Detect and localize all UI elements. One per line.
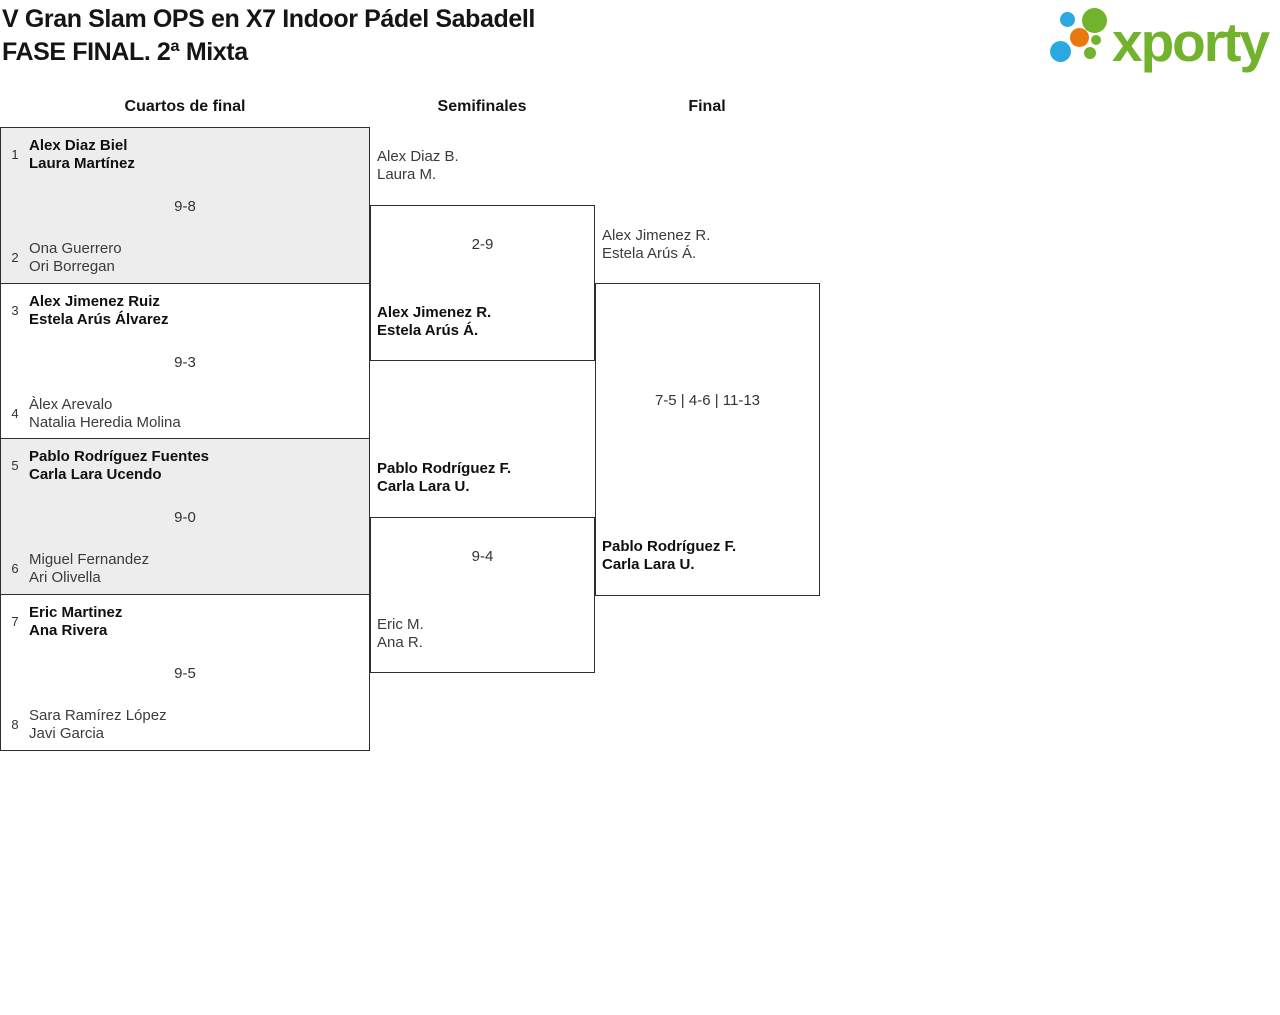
seed-number: 5 bbox=[11, 458, 19, 473]
team-pair: Sara Ramírez López Javi Garcia bbox=[29, 707, 167, 743]
match-score: 9-3 bbox=[174, 354, 196, 371]
match-score: 7-5 | 4-6 | 11-13 bbox=[654, 392, 761, 409]
team-pair: Alex Diaz B. Laura M. bbox=[377, 148, 459, 184]
player-name: Laura M. bbox=[377, 166, 437, 183]
player-name: Sara Ramírez López bbox=[29, 707, 167, 724]
player-name: Pablo Rodríguez Fuentes bbox=[29, 448, 210, 465]
team-pair: Eric M. Ana R. bbox=[377, 616, 424, 652]
player-name: Pablo Rodríguez F. bbox=[602, 538, 737, 555]
team-pair: Ona Guerrero Ori Borregan bbox=[29, 240, 122, 276]
logo-dot-icon bbox=[1082, 8, 1107, 33]
team-pair: Alex Jimenez R. Estela Arús Á. bbox=[602, 227, 710, 263]
match-score: 9-4 bbox=[471, 548, 494, 565]
xporty-logo: xporty bbox=[1050, 4, 1280, 76]
match-score: 9-8 bbox=[174, 198, 196, 215]
round-header-semifinals: Semifinales bbox=[437, 98, 527, 115]
round-header-final: Final bbox=[688, 98, 726, 115]
player-name: Alex Jimenez Ruiz bbox=[29, 293, 160, 310]
match-score: 9-5 bbox=[174, 665, 196, 682]
page-title: V Gran Slam OPS en X7 Indoor Pádel Sabad… bbox=[2, 3, 535, 69]
player-name: Ana R. bbox=[377, 634, 423, 651]
logo-dot-icon bbox=[1050, 41, 1071, 62]
seed-number: 6 bbox=[11, 561, 19, 576]
team-pair: Pablo Rodríguez F. Carla Lara U. bbox=[602, 538, 736, 574]
match-score: 9-0 bbox=[174, 509, 196, 526]
team-pair: Pablo Rodríguez F. Carla Lara U. bbox=[377, 460, 511, 496]
logo-wordmark: xporty bbox=[1112, 11, 1270, 73]
qf-match-4: 7 Eric Martinez Ana Rivera 9-5 8 Sara Ra… bbox=[0, 594, 370, 751]
seed-number: 3 bbox=[11, 303, 19, 318]
sf-match-2 bbox=[370, 517, 595, 673]
seed-number: 2 bbox=[11, 250, 19, 265]
team-pair: Àlex Arevalo Natalia Heredia Molina bbox=[29, 396, 181, 432]
match-score: 2-9 bbox=[471, 236, 494, 253]
seed-number: 4 bbox=[11, 406, 19, 421]
player-name: Estela Arús Á. bbox=[602, 245, 697, 262]
final-match bbox=[595, 283, 820, 596]
qf-match-3: 5 Pablo Rodríguez Fuentes Carla Lara Uce… bbox=[0, 438, 370, 595]
player-name: Ona Guerrero bbox=[29, 240, 122, 257]
player-name: Alex Diaz Biel bbox=[29, 137, 128, 154]
team-pair: Alex Jimenez Ruiz Estela Arús Álvarez bbox=[29, 293, 169, 329]
player-name: Carla Lara U. bbox=[602, 556, 695, 573]
team-pair: Alex Diaz Biel Laura Martínez bbox=[29, 137, 135, 173]
qf-match-2: 3 Alex Jimenez Ruiz Estela Arús Álvarez … bbox=[0, 283, 370, 439]
player-name: Ari Olivella bbox=[29, 569, 101, 586]
qf-match-1: 1 Alex Diaz Biel Laura Martínez 9-8 2 On… bbox=[0, 127, 370, 284]
seed-number: 7 bbox=[11, 614, 19, 629]
player-name: Ana Rivera bbox=[29, 622, 108, 639]
player-name: Estela Arús Álvarez bbox=[29, 311, 169, 328]
logo-dot-icon bbox=[1091, 35, 1101, 45]
player-name: Natalia Heredia Molina bbox=[29, 414, 181, 431]
player-name: Pablo Rodríguez F. bbox=[377, 460, 512, 477]
team-pair: Alex Jimenez R. Estela Arús Á. bbox=[377, 304, 491, 340]
player-name: Javi Garcia bbox=[29, 725, 105, 742]
player-name: Carla Lara U. bbox=[377, 478, 470, 495]
player-name: Carla Lara Ucendo bbox=[29, 466, 162, 483]
round-header-quarterfinals: Cuartos de final bbox=[124, 98, 246, 115]
player-name: Miguel Fernandez bbox=[29, 551, 150, 568]
logo-dot-icon bbox=[1060, 12, 1075, 27]
player-name: Estela Arús Á. bbox=[377, 322, 479, 339]
team-pair: Pablo Rodríguez Fuentes Carla Lara Ucend… bbox=[29, 448, 209, 484]
team-pair: Eric Martinez Ana Rivera bbox=[29, 604, 122, 640]
player-name: Eric M. bbox=[377, 616, 424, 633]
seed-number: 8 bbox=[11, 717, 19, 732]
player-name: Alex Jimenez R. bbox=[602, 227, 711, 244]
logo-dot-icon bbox=[1070, 28, 1089, 47]
player-name: Alex Jimenez R. bbox=[377, 304, 492, 321]
player-name: Ori Borregan bbox=[29, 258, 115, 275]
phase-category: FASE FINAL. 2ª Mixta bbox=[2, 38, 248, 66]
tournament-name: V Gran Slam OPS en X7 Indoor Pádel Sabad… bbox=[2, 5, 535, 33]
team-pair: Miguel Fernandez Ari Olivella bbox=[29, 551, 149, 587]
sf-match-1 bbox=[370, 205, 595, 361]
player-name: Eric Martinez bbox=[29, 604, 123, 621]
player-name: Àlex Arevalo bbox=[29, 396, 113, 413]
player-name: Alex Diaz B. bbox=[377, 148, 459, 165]
logo-dot-icon bbox=[1084, 47, 1096, 59]
seed-number: 1 bbox=[11, 147, 19, 162]
player-name: Laura Martínez bbox=[29, 155, 135, 172]
